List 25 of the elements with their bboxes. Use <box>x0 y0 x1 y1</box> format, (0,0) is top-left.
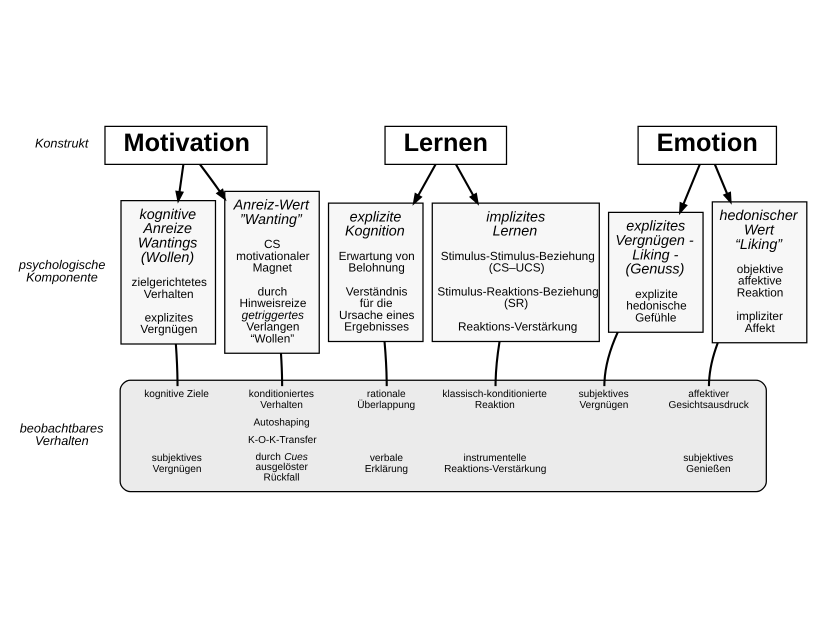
connector <box>280 352 284 386</box>
connector <box>708 342 719 386</box>
arrow <box>678 164 701 215</box>
node-box: implizites Lernen Stimulus-Stimulus-Beziehung (CS–UCS) Stimulus-Reaktions-Beziehung (SR) Reaktions-Verstärkung <box>432 202 600 342</box>
connector <box>383 340 388 386</box>
arrow <box>714 164 732 204</box>
node-box: kognitive Anreize Wantings (Wollen) zielgerichtetes Verhalten explizites Vergnügen <box>120 199 216 344</box>
node-box: kognitive Ziele konditioniertes Verhalten rationale Überlappung klassisch-konditionierte Reaktion subjektives Vergnügen affektiver Gesichtsausdruck Autoshaping K-O-K-Transfer subjektives Vergnügen durch Cues ausgelöster Rückfall verbale Erklärung instrumentelle Reaktions-Verstärkung subjektives Genießen <box>120 379 767 492</box>
arrow <box>455 163 480 206</box>
label: psychologische Komponente <box>18 257 106 284</box>
node-box: Emotion <box>637 125 778 164</box>
node-box: Anreiz-Wert ”Wanting” CS motivationaler Magnet durch Hinweisreize getriggertes Verlangen “Wollen” <box>224 190 320 354</box>
label: beobachtbares Verhalten <box>20 421 104 448</box>
arrow <box>412 163 437 206</box>
node-box: explizite Kognition Erwartung von Belohnung Verständnis für die Ursache eines Ergebnisses <box>328 202 424 342</box>
connector <box>174 344 179 386</box>
label: Konstrukt <box>34 136 88 150</box>
node-box: Lernen <box>384 125 508 164</box>
connector <box>494 340 501 386</box>
connector <box>603 331 619 386</box>
arrow <box>175 164 184 204</box>
node-box: hedonischer Wert “Liking” objektive affektive Reaktion impliziter Affekt <box>712 200 808 343</box>
node-box: explizites Vergnügen - Liking - (Genuss) explizite hedonische Gefühle <box>608 211 704 332</box>
arrow <box>199 163 227 201</box>
node-box: Motivation <box>104 125 268 164</box>
